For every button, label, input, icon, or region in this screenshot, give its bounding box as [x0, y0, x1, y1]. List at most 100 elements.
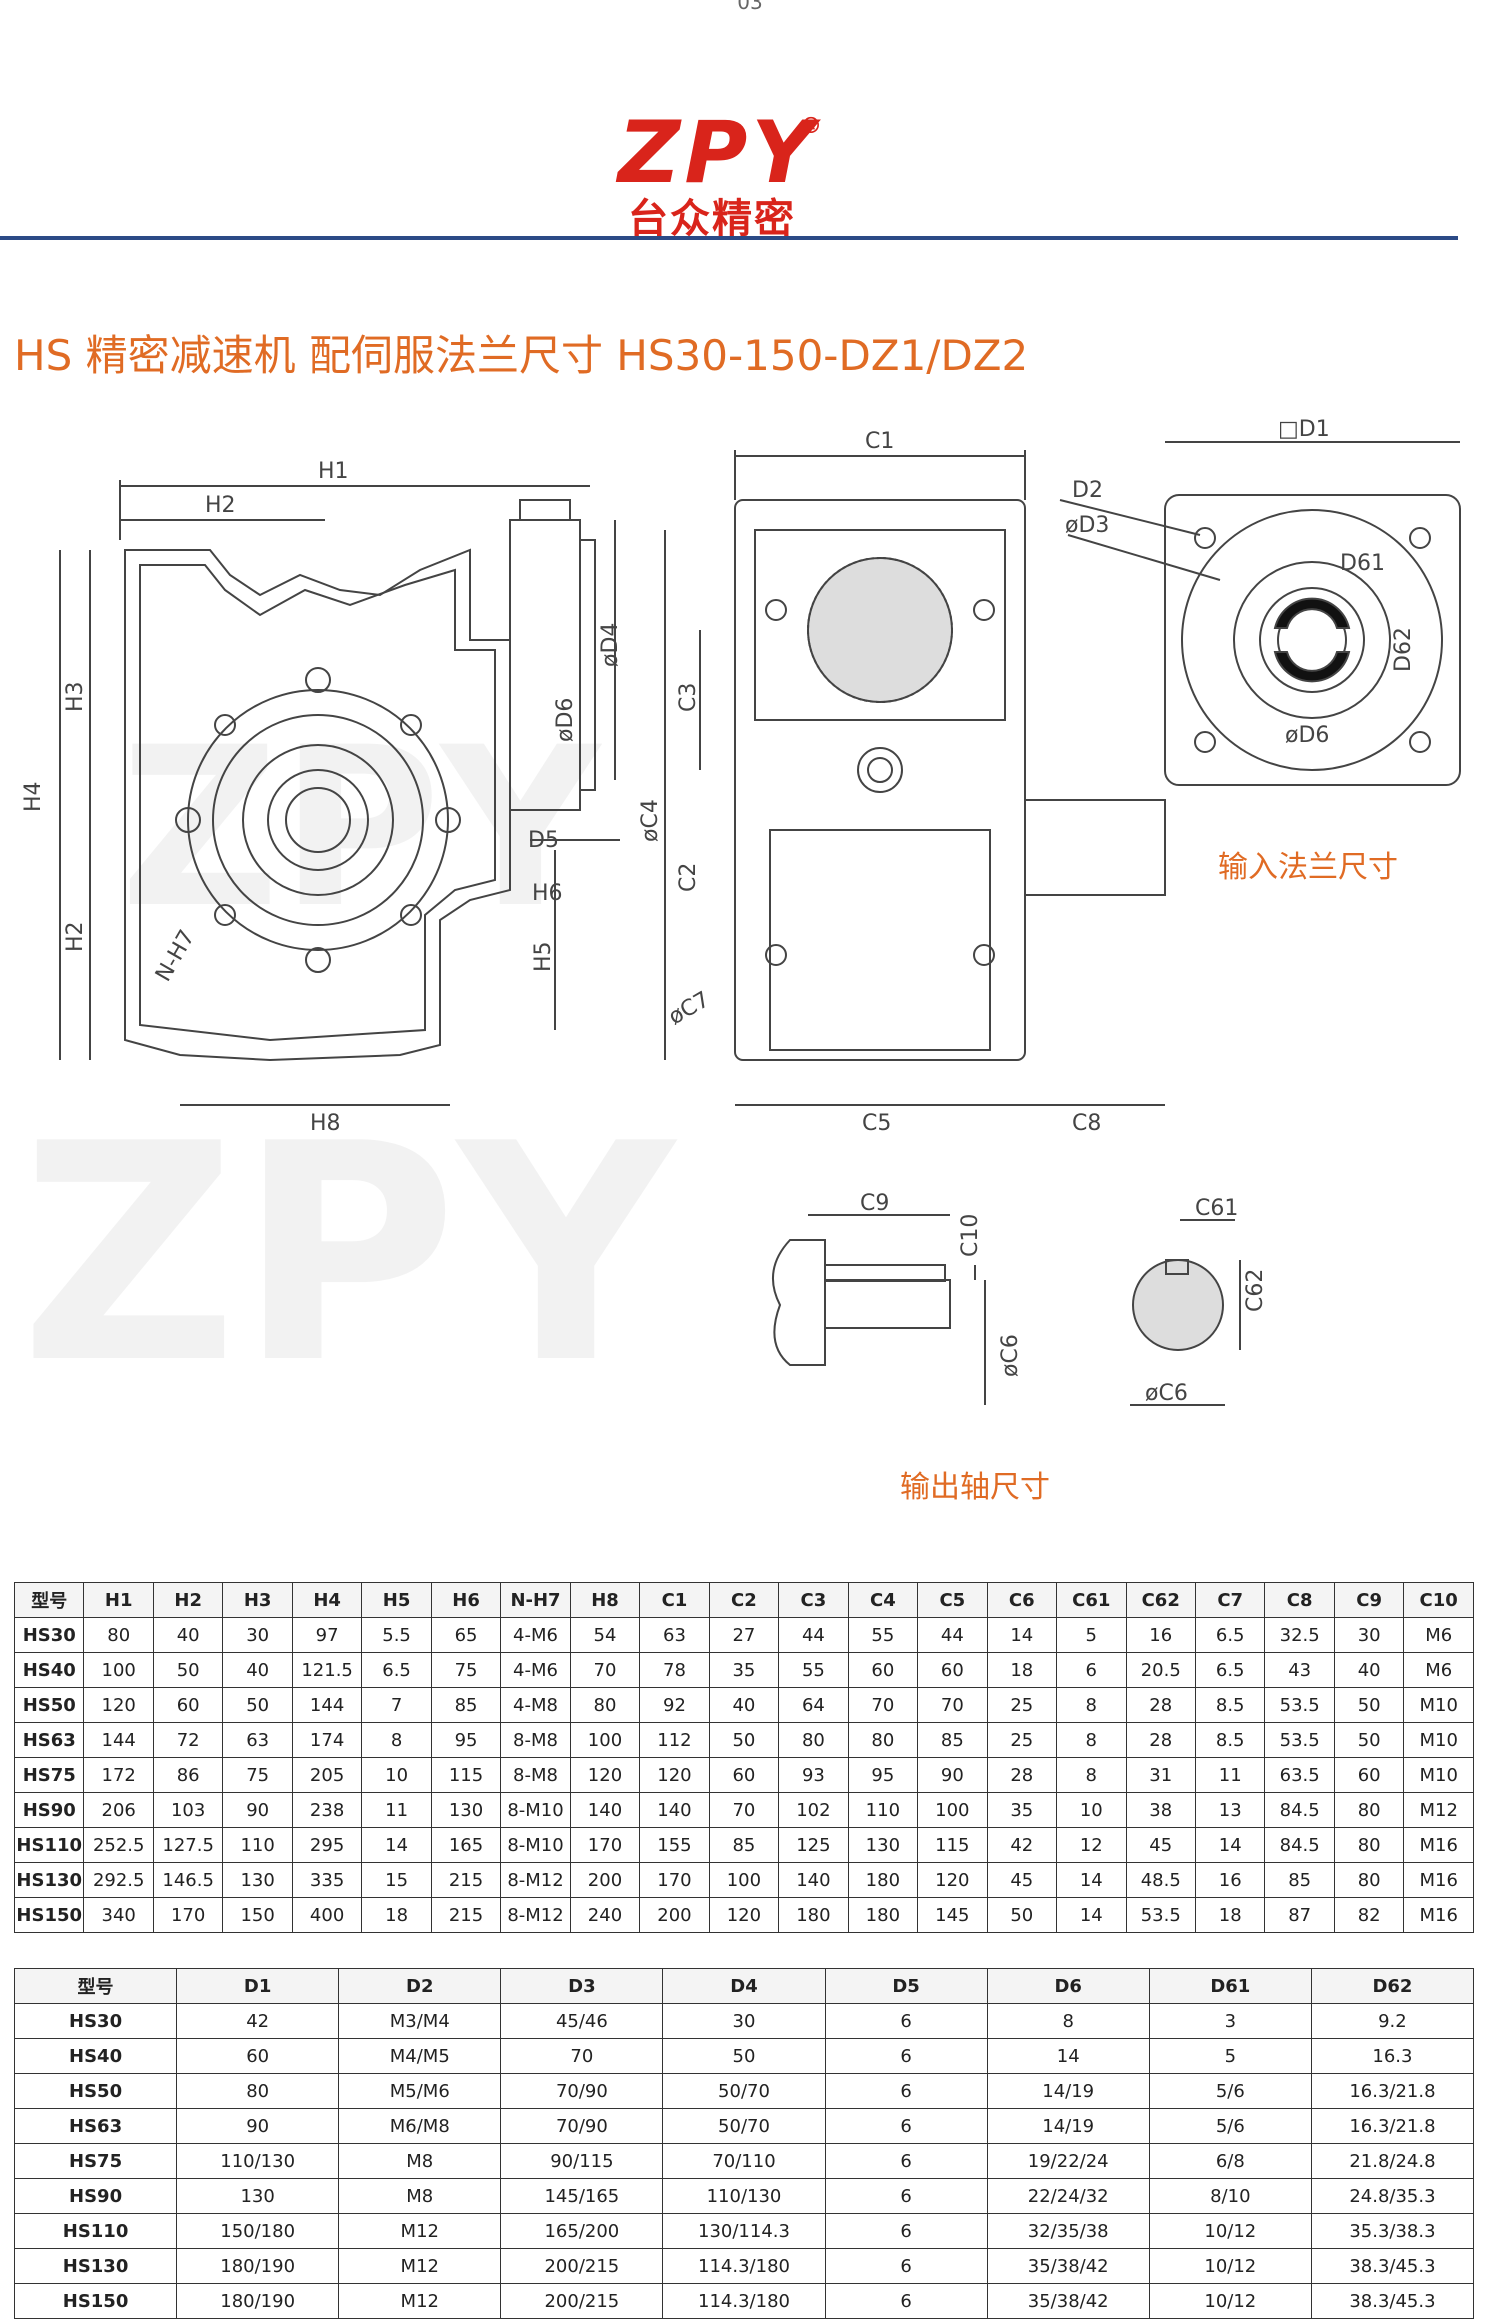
- value-cell: 24.8/35.3: [1310, 2178, 1475, 2214]
- value-cell: 100: [917, 1792, 988, 1828]
- value-cell: 16.3: [1310, 2038, 1475, 2074]
- value-cell: 170: [569, 1827, 641, 1863]
- value-cell: 130: [176, 2178, 340, 2214]
- value-cell: 14: [986, 2038, 1150, 2074]
- value-cell: 40: [1333, 1652, 1405, 1688]
- value-cell: 110: [222, 1827, 293, 1863]
- value-cell: 60: [708, 1757, 780, 1793]
- value-cell: 112: [639, 1722, 710, 1758]
- column-header: C3: [778, 1582, 849, 1618]
- value-cell: 145: [917, 1897, 988, 1933]
- value-cell: 120: [83, 1687, 154, 1723]
- front-view: [59, 480, 620, 1106]
- value-cell: 70/110: [662, 2143, 826, 2179]
- column-header: N-H7: [500, 1582, 571, 1618]
- value-cell: 70/90: [500, 2108, 664, 2144]
- value-cell: 4-M8: [500, 1687, 571, 1723]
- column-header: C7: [1194, 1582, 1266, 1618]
- value-cell: 16.3/21.8: [1310, 2108, 1475, 2144]
- model-cell: HS30: [13, 1617, 85, 1653]
- value-cell: M16: [1403, 1862, 1474, 1898]
- column-header: H2: [152, 1582, 224, 1618]
- value-cell: 127.5: [152, 1827, 224, 1863]
- value-cell: 16.3/21.8: [1310, 2073, 1475, 2109]
- model-cell: HS110: [13, 1827, 85, 1863]
- model-cell: HS50: [13, 1687, 85, 1723]
- dim-D4: øD4: [598, 623, 623, 667]
- column-header: C8: [1264, 1582, 1335, 1618]
- value-cell: 87: [1264, 1897, 1335, 1933]
- value-cell: 55: [847, 1617, 919, 1653]
- value-cell: 8.5: [1194, 1687, 1266, 1723]
- value-cell: 110/130: [662, 2178, 826, 2214]
- value-cell: 18: [986, 1652, 1058, 1688]
- value-cell: 86: [152, 1757, 224, 1793]
- value-cell: 8: [1056, 1757, 1127, 1793]
- value-cell: 200/215: [500, 2283, 664, 2319]
- value-cell: 6: [824, 2248, 988, 2284]
- value-cell: 85: [1264, 1862, 1335, 1898]
- value-cell: 53.5: [1125, 1897, 1196, 1933]
- value-cell: 63: [222, 1722, 293, 1758]
- value-cell: 18: [361, 1897, 432, 1933]
- value-cell: 100: [569, 1722, 641, 1758]
- value-cell: 8.5: [1194, 1722, 1266, 1758]
- value-cell: 22/24/32: [986, 2178, 1150, 2214]
- dim-flange-D6: øD6: [1285, 723, 1329, 748]
- dim-D5: D5: [528, 828, 559, 853]
- value-cell: 252.5: [83, 1827, 154, 1863]
- column-header: 型号: [13, 1968, 178, 2004]
- value-cell: 295: [291, 1827, 363, 1863]
- value-cell: 40: [222, 1652, 293, 1688]
- value-cell: 44: [778, 1617, 849, 1653]
- value-cell: 84.5: [1264, 1792, 1335, 1828]
- dim-N-H7: N-H7: [151, 926, 200, 986]
- value-cell: M8: [338, 2178, 502, 2214]
- value-cell: 206: [83, 1792, 154, 1828]
- dim-D6: øD6: [553, 698, 578, 742]
- value-cell: 14: [361, 1827, 432, 1863]
- value-cell: 28: [986, 1757, 1058, 1793]
- model-cell: HS50: [13, 2073, 178, 2109]
- value-cell: 80: [569, 1687, 641, 1723]
- column-header: H8: [569, 1582, 641, 1618]
- column-header: C62: [1125, 1582, 1196, 1618]
- value-cell: 32.5: [1264, 1617, 1335, 1653]
- value-cell: 60: [176, 2038, 340, 2074]
- value-cell: 54: [569, 1617, 641, 1653]
- value-cell: 10/12: [1148, 2213, 1312, 2249]
- logo-text: ZPY: [618, 103, 818, 203]
- flange-view: [1059, 441, 1461, 786]
- value-cell: 45: [1125, 1827, 1196, 1863]
- value-cell: 70: [569, 1652, 641, 1688]
- value-cell: 95: [430, 1722, 502, 1758]
- column-header: D6: [986, 1968, 1150, 2004]
- value-cell: 19/22/24: [986, 2143, 1150, 2179]
- value-cell: 35.3/38.3: [1310, 2213, 1475, 2249]
- column-header: D1: [176, 1968, 340, 2004]
- column-header: D62: [1310, 1968, 1475, 2004]
- value-cell: 114.3/180: [662, 2248, 826, 2284]
- dim-H5: H5: [531, 941, 556, 972]
- value-cell: 40: [708, 1687, 780, 1723]
- model-cell: HS63: [13, 1722, 85, 1758]
- value-cell: 8-M8: [500, 1722, 571, 1758]
- value-cell: 60: [152, 1687, 224, 1723]
- value-cell: 50: [1333, 1687, 1405, 1723]
- value-cell: 145/165: [500, 2178, 664, 2214]
- value-cell: 95: [847, 1757, 919, 1793]
- value-cell: 65: [430, 1617, 502, 1653]
- value-cell: 45: [986, 1862, 1058, 1898]
- value-cell: M10: [1403, 1722, 1474, 1758]
- value-cell: 10: [1056, 1792, 1127, 1828]
- value-cell: 180: [847, 1897, 919, 1933]
- technical-drawing: H1 H2 H3 H4 H2 H8 H5 H6 N-H7 D5 øD6 øD4 …: [21, 417, 1461, 1406]
